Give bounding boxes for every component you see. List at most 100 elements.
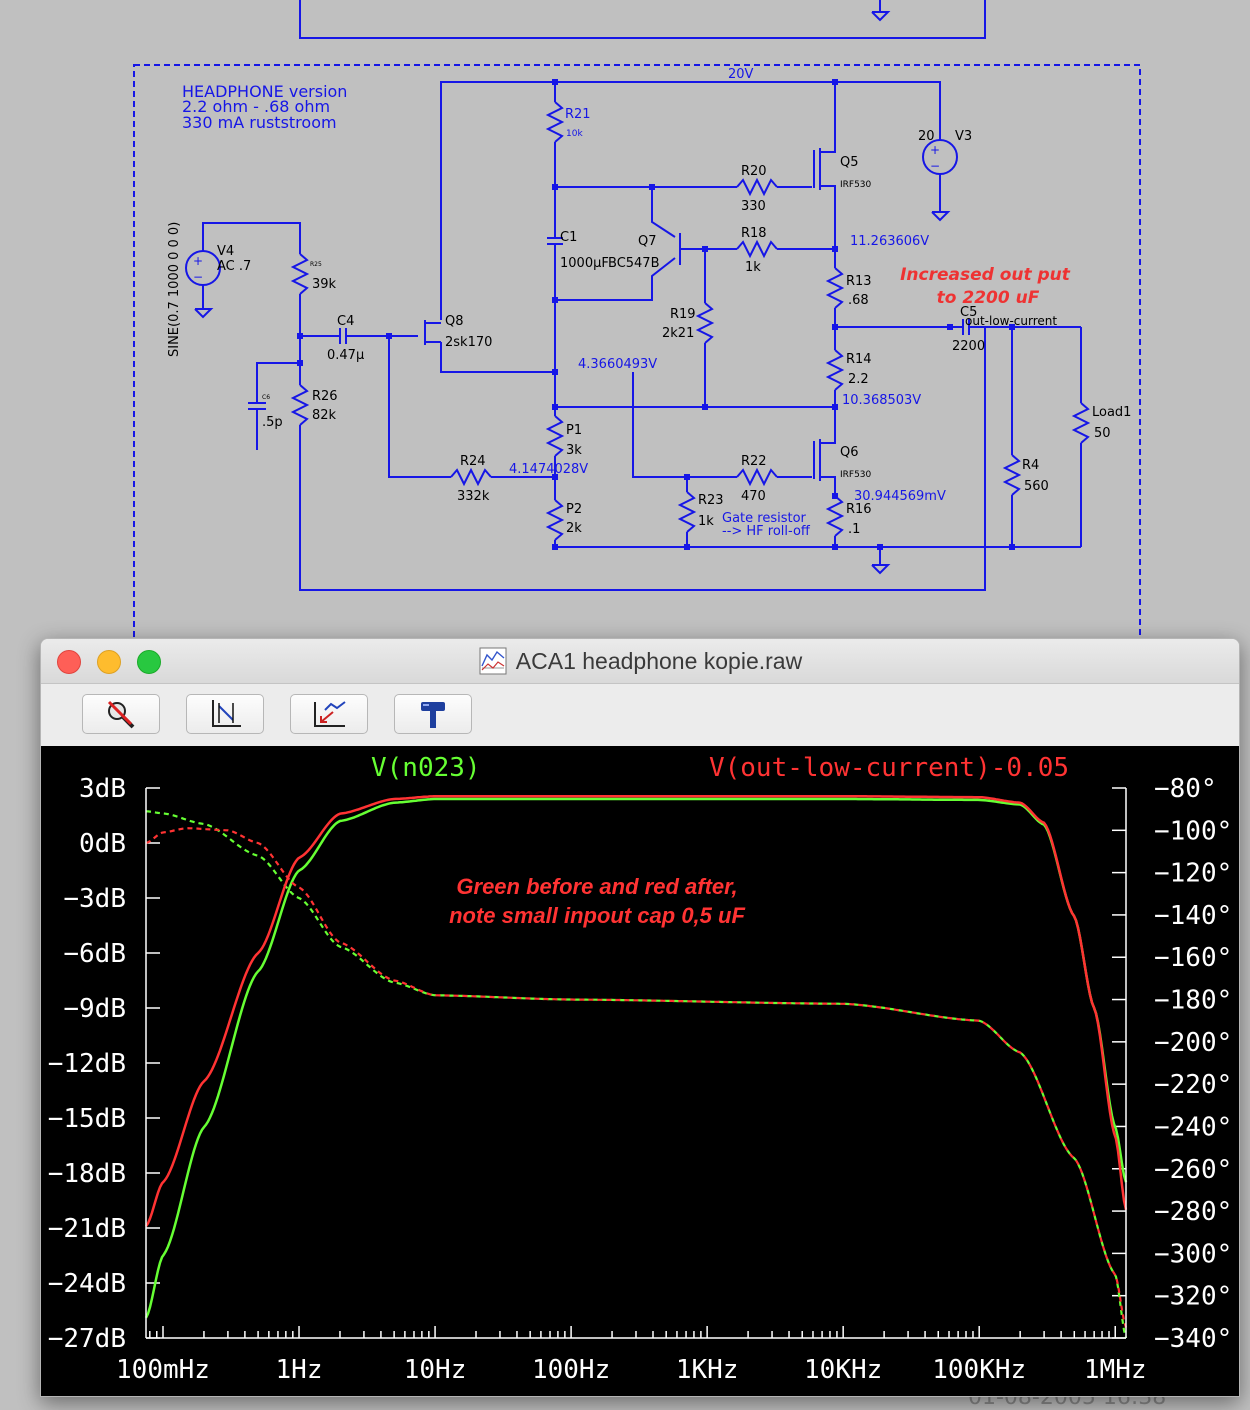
y-right-tick-label: −320° [1154, 1282, 1232, 1312]
r16-name: R16 [846, 502, 872, 517]
waveform-document-icon [479, 647, 507, 675]
p2-value: 2k [566, 521, 582, 536]
zoom-cancel-icon [107, 700, 135, 729]
zoom-back-button[interactable] [290, 694, 368, 734]
node-voltage-mid: 4.3660493V [578, 357, 657, 372]
c5-value: 2200 [952, 339, 985, 354]
autorange-button[interactable] [186, 694, 264, 734]
node-voltage-r14: 10.368503V [842, 393, 921, 408]
y-right-tick-label: −220° [1154, 1070, 1232, 1100]
v3-name: V3 [955, 129, 972, 144]
r25-value: 39k [312, 277, 337, 292]
window-title: ACA1 headphone kopie.raw [515, 647, 803, 674]
q6-name: Q6 [840, 445, 859, 460]
r22-name: R22 [741, 454, 767, 469]
x-tick-label: 1Hz [276, 1355, 323, 1385]
r21-name: R21 [565, 107, 591, 122]
hammer-icon [421, 702, 445, 728]
x-tick-label: 100Hz [532, 1355, 610, 1385]
output-net-label: out-low-current [965, 314, 1057, 328]
y-left-tick-label: 0dB [79, 829, 126, 859]
v4-name: V4 [217, 244, 234, 259]
r14-value: 2.2 [848, 372, 869, 387]
node-voltage-r18: 11.263606V [850, 234, 929, 249]
y-right-tick-label: −180° [1154, 986, 1232, 1016]
q5-name: Q5 [840, 155, 859, 170]
r26-name: R26 [312, 389, 338, 404]
y-right-tick-label: −280° [1154, 1197, 1232, 1227]
r24-name: R24 [460, 454, 486, 469]
zoom-button[interactable] [137, 650, 161, 674]
q7-value: BC547B [608, 256, 660, 271]
y-right-tick-label: −100° [1154, 816, 1232, 846]
y-right-tick-label: −340° [1154, 1324, 1232, 1354]
supply-label: 20V [728, 67, 754, 82]
y-right-tick-label: −120° [1154, 859, 1232, 889]
r19-value: 2k21 [662, 326, 694, 341]
y-right-tick-label: −140° [1154, 901, 1232, 931]
r4-name: R4 [1022, 458, 1039, 473]
svg-text:+: + [930, 143, 940, 157]
node-voltage-source: 30.944569mV [854, 489, 946, 504]
r14-name: R14 [846, 352, 872, 367]
hammer-button[interactable] [394, 694, 472, 734]
y-right-tick-label: −260° [1154, 1155, 1232, 1185]
r19-name: R19 [670, 307, 696, 322]
y-left-tick-label: −18dB [48, 1159, 126, 1189]
gate-note-1: Gate resistor [722, 511, 807, 526]
q8-value: 2sk170 [445, 335, 492, 350]
r22-value: 470 [741, 489, 766, 504]
y-left-tick-label: −6dB [63, 939, 126, 969]
x-tick-label: 100mHz [116, 1355, 210, 1385]
magnitude-curve-series-0 [144, 797, 1128, 1319]
schematic-canvas: + − + − HEADPHONE version 2.2 ohm - .68 … [133, 0, 1141, 640]
y-left-tick-label: −24dB [48, 1269, 126, 1299]
y-left-tick-label: −9dB [63, 994, 126, 1024]
x-tick-label: 10KHz [804, 1355, 882, 1385]
close-button[interactable] [57, 650, 81, 674]
x-tick-label: 1MHz [1084, 1355, 1147, 1385]
waveform-viewer-window: ACA1 headphone kopie.raw [40, 638, 1240, 1397]
header-line-3: 330 mA ruststroom [182, 113, 337, 132]
q6-value: IRF530 [840, 470, 872, 480]
svg-text:−: − [193, 270, 203, 284]
c1-name: C1 [560, 230, 577, 245]
zoom-back-icon [314, 701, 346, 727]
r4-value: 560 [1024, 479, 1049, 494]
c4-value: 0.47µ [327, 348, 364, 363]
minimize-button[interactable] [97, 650, 121, 674]
q7-name: Q7 [638, 234, 657, 249]
p2-name: P2 [566, 502, 582, 517]
x-tick-label: 10Hz [404, 1355, 467, 1385]
y-right-tick-label: −160° [1154, 943, 1232, 973]
c1-value: 1000µF [560, 256, 609, 271]
header-line-2: 2.2 ohm - .68 ohm [182, 97, 330, 116]
magnitude-curve-series-1 [144, 795, 1128, 1227]
y-right-tick-label: −200° [1154, 1028, 1232, 1058]
annotation-output-cap-1: Increased out put [900, 265, 1071, 285]
title-bar[interactable]: ACA1 headphone kopie.raw [41, 639, 1239, 684]
svg-text:+: + [193, 254, 203, 268]
r24-value: 332k [457, 489, 490, 504]
r23-name: R23 [698, 493, 724, 508]
r20-value: 330 [741, 199, 766, 214]
y-left-tick-label: −12dB [48, 1049, 126, 1079]
y-right-tick-label: −300° [1154, 1239, 1232, 1269]
x-tick-label: 1KHz [676, 1355, 739, 1385]
phase-curve-series-1 [145, 827, 1128, 1328]
r25-name: R25 [310, 261, 322, 268]
zoom-cancel-button[interactable] [82, 694, 160, 734]
autorange-icon [212, 700, 241, 727]
annotation-output-cap-2: to 2200 uF [937, 288, 1040, 308]
legend-series-green: V(n023) [371, 753, 481, 783]
svg-text:−: − [930, 159, 940, 173]
q8-name: Q8 [445, 314, 464, 329]
r18-value: 1k [745, 260, 761, 275]
node-voltage-r24: 4.1474028V [509, 462, 588, 477]
gate-note-2: --> HF roll-off [722, 524, 811, 539]
y-left-tick-label: −15dB [48, 1104, 126, 1134]
r23-value: 1k [698, 514, 714, 529]
r21-value: 10k [566, 129, 583, 139]
